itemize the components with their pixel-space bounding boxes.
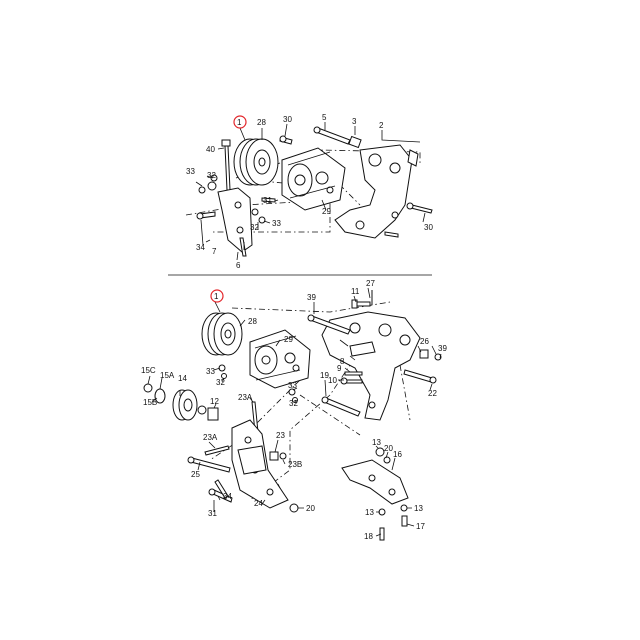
callout-33-upper-bottom: 33 [272, 219, 281, 228]
highlight-circle-lower [210, 289, 224, 303]
callout-23a-lower-bottom: 23A [203, 433, 218, 442]
callout-32-lower-right: 32 [289, 399, 298, 408]
callout-22-lower: 22 [428, 389, 437, 398]
callout-34-upper: 34 [196, 243, 205, 252]
callout-7-upper: 7 [212, 247, 217, 256]
callout-39-lower-right: 39 [438, 344, 447, 353]
callout-30-upper-top: 30 [283, 115, 292, 124]
callout-3-upper: 3 [352, 117, 357, 126]
callout-6-upper: 6 [236, 261, 241, 270]
callout-20-lower-bottom: 20 [306, 504, 315, 513]
bracket-24-lower [231, 419, 289, 509]
callout-20-lower-right: 20 [384, 444, 393, 453]
bracket-6-upper [217, 187, 253, 253]
callout-28-upper: 28 [257, 118, 266, 127]
lower-assembly: 1 28 29 39 11 27 26 39 22 15C 15A 15B 14… [141, 279, 447, 541]
callout-17-lower: 17 [416, 522, 425, 531]
pulley-1-lower [201, 312, 243, 356]
callout-5-upper: 5 [322, 113, 327, 122]
callout-9-lower: 9 [337, 364, 342, 373]
pulley-1-upper [233, 138, 279, 186]
callout-23b-lower: 23B [288, 460, 302, 469]
callout-30-upper-bottom: 30 [424, 223, 433, 232]
compressor-lower [249, 329, 311, 389]
callout-39-lower-top: 39 [307, 293, 316, 302]
callout-19-lower: 19 [320, 371, 329, 380]
callout-2-upper: 2 [379, 121, 384, 130]
callout-13-lower-top: 13 [372, 438, 381, 447]
callout-26-lower: 26 [420, 337, 429, 346]
callout-27-lower: 27 [366, 279, 375, 288]
callout-15a-lower: 15A [160, 371, 175, 380]
callout-32-upper-bottom: 32 [250, 223, 259, 232]
callout-13-lower-left: 13 [365, 508, 374, 517]
callout-13-lower-right: 13 [414, 504, 423, 513]
callout-8-lower: 8 [340, 357, 345, 366]
callout-24-lower: 24 [254, 499, 263, 508]
bracket-upper [334, 135, 419, 239]
callout-12-lower: 12 [210, 397, 219, 406]
callout-33-lower-left: 33 [206, 367, 215, 376]
callout-40-upper: 40 [206, 145, 215, 154]
callout-31-lower: 31 [208, 509, 217, 518]
highlight-circle-upper [233, 115, 247, 129]
idler-pulley-lower [143, 383, 219, 421]
callout-33-upper-top: 33 [186, 167, 195, 176]
bracket-lower-right [321, 311, 421, 421]
callout-18-lower: 18 [364, 532, 373, 541]
compressor-upper [281, 147, 346, 211]
callout-14-lower: 14 [178, 374, 187, 383]
callout-1-lower: 1 [214, 292, 219, 301]
callout-33-lower-right: 33 [288, 381, 297, 390]
callout-32-upper-top: 32 [207, 171, 216, 180]
callout-16-lower: 16 [393, 450, 402, 459]
callout-29-lower: 29 [284, 335, 293, 344]
callout-29-upper: 29 [322, 207, 331, 216]
callout-1-upper: 1 [237, 118, 242, 127]
upper-assembly: 1 28 30 5 3 2 40 32 33 31 29 30 32 34 33… [185, 113, 433, 270]
callout-23-lower: 23 [276, 431, 285, 440]
callout-15c-lower: 15C [141, 366, 156, 375]
callout-15b-lower: 15B [143, 398, 157, 407]
callout-31-upper: 31 [263, 196, 272, 205]
callout-23a-lower-top: 23A [238, 393, 253, 402]
callout-32-lower-left: 32 [216, 378, 225, 387]
callout-34-lower: 34 [223, 492, 232, 501]
bracket-16-lower [341, 459, 409, 505]
callout-11-lower: 11 [351, 287, 360, 296]
callout-28-lower: 28 [248, 317, 257, 326]
callout-10-lower: 10 [328, 376, 337, 385]
callout-25-lower: 25 [191, 470, 200, 479]
